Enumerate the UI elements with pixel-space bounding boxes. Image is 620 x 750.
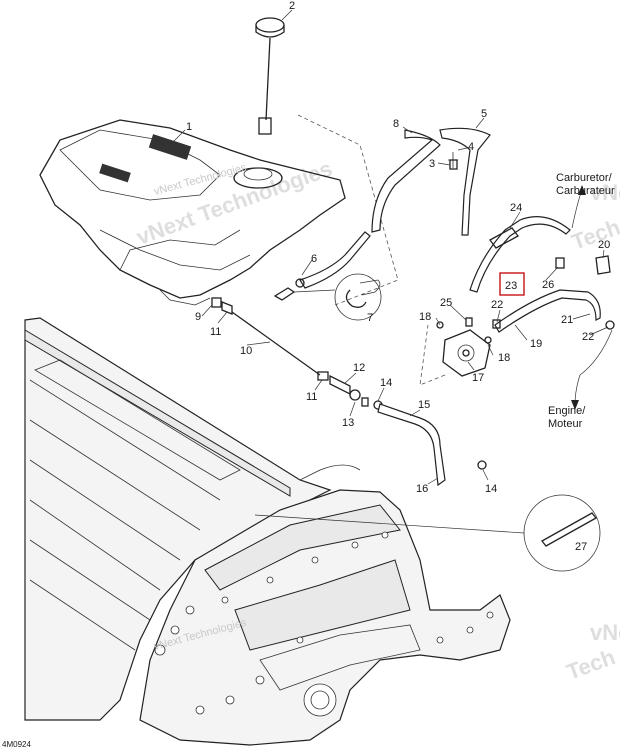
callout-14[interactable]: 14 [485, 483, 497, 495]
watermark-text: Tech [563, 644, 618, 684]
clamp [295, 278, 305, 288]
chassis-frame [24, 317, 511, 746]
highlight-box [499, 272, 525, 296]
drawing-id: 4M0924 [2, 740, 31, 749]
callout-17[interactable]: 17 [472, 372, 484, 384]
callout-8[interactable]: 8 [393, 118, 399, 130]
callout-19[interactable]: 19 [530, 338, 542, 350]
callout-4[interactable]: 4 [468, 141, 474, 153]
clamp [605, 320, 615, 330]
callout-21[interactable]: 21 [561, 314, 573, 326]
callout-3[interactable]: 3 [429, 158, 435, 170]
vent-hoses[interactable] [371, 127, 491, 236]
callout-11[interactable]: 11 [210, 326, 221, 338]
callout-25[interactable]: 25 [440, 297, 452, 309]
clip-detail[interactable] [273, 273, 382, 321]
callout-9[interactable]: 9 [195, 311, 201, 323]
callout-22[interactable]: 22 [491, 299, 503, 311]
callout-20[interactable]: 20 [598, 239, 610, 251]
tank-warning-label [99, 163, 131, 183]
callout-26[interactable]: 26 [542, 279, 554, 291]
hose-spring [489, 227, 519, 249]
callout-11[interactable]: 11 [306, 391, 317, 403]
fuel-hose-19[interactable] [494, 289, 601, 333]
watermark-text: vNext [590, 620, 620, 645]
callout-1[interactable]: 1 [186, 121, 192, 133]
callout-15[interactable]: 15 [418, 399, 430, 411]
watermark-text: vNext [590, 180, 620, 205]
callout-18[interactable]: 18 [498, 352, 510, 364]
watermark-text: Tech [568, 214, 620, 254]
arrow-to-engine [574, 329, 613, 406]
engine-label-fr: Moteur [548, 418, 583, 430]
fuel-hose-24[interactable] [469, 216, 571, 293]
callout-16[interactable]: 16 [416, 483, 428, 495]
callout-18[interactable]: 18 [419, 311, 431, 323]
carburetor-label-fr: Carburateur [556, 185, 615, 197]
fuel-cap-gauge[interactable] [255, 17, 285, 135]
callout-14[interactable]: 14 [380, 377, 392, 389]
engine-label: Engine/ [548, 405, 586, 417]
destination-labels: Carburetor/ Carburateur Engine/ Moteur [548, 172, 615, 430]
callout-23-highlight[interactable]: 23 [499, 272, 525, 296]
clamp [555, 257, 565, 269]
carburetor-label: Carburetor/ [556, 172, 613, 184]
callout-27[interactable]: 27 [575, 541, 587, 553]
callout-24[interactable]: 24 [510, 202, 522, 214]
fuel-pump[interactable] [419, 317, 492, 386]
callout-numbers: 1 2 3 4 5 6 7 8 9 10 11 11 12 13 14 14 1… [186, 0, 610, 553]
pin-detail[interactable] [254, 494, 601, 572]
callout-6[interactable]: 6 [311, 253, 317, 265]
callout-13[interactable]: 13 [342, 417, 354, 429]
callout-2[interactable]: 2 [289, 0, 295, 12]
fuel-hose-6[interactable] [299, 231, 371, 289]
clamp [492, 319, 501, 329]
callout-12[interactable]: 12 [353, 362, 365, 374]
callout-23[interactable]: 23 [505, 280, 517, 292]
callout-7[interactable]: 7 [367, 312, 373, 324]
tank-warning-label [148, 134, 192, 160]
leader-lines [171, 9, 609, 485]
primer-valve-20[interactable] [595, 255, 611, 275]
callout-22[interactable]: 22 [582, 331, 594, 343]
callout-10[interactable]: 10 [240, 345, 252, 357]
callout-5[interactable]: 5 [481, 108, 487, 120]
fuel-line-assembly[interactable] [211, 297, 487, 487]
fuel-tank[interactable] [39, 119, 346, 306]
